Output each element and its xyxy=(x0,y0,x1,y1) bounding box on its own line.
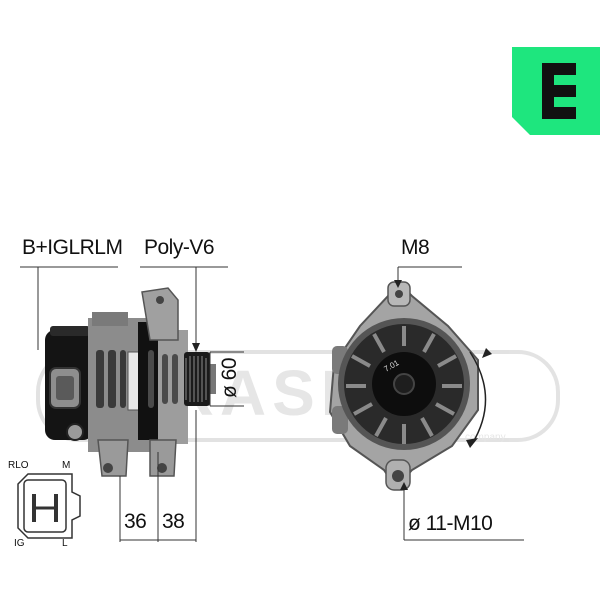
pin-ig-label: IG xyxy=(14,538,25,549)
mount-hole-leader xyxy=(403,490,524,541)
side-dimension-lines xyxy=(20,266,244,542)
pulley xyxy=(184,352,216,406)
poly-v6-arrow xyxy=(192,343,200,352)
alternator-side-view xyxy=(45,287,216,477)
dim-left-label: 36 xyxy=(124,510,147,533)
pin-m-label: M xyxy=(62,460,71,471)
mount-hole-label: ø 11-M10 xyxy=(408,512,493,535)
logo-letter-e xyxy=(542,63,576,119)
dim-right-label: 38 xyxy=(162,510,185,533)
bolt-thread-label: M8 xyxy=(401,236,430,259)
watermark-subtext: company xyxy=(465,432,506,443)
m8-arrow xyxy=(394,280,402,288)
terminal-bolt xyxy=(66,423,84,441)
m8-leader xyxy=(397,266,462,280)
pin-l-label: L xyxy=(62,538,68,549)
pulley-type-label: Poly-V6 xyxy=(144,236,215,259)
connector-pinout-diagram xyxy=(17,473,81,539)
connector-pins-label: B+IGLRLM xyxy=(22,236,123,259)
rotation-direction-arrow xyxy=(466,348,492,448)
mount-hole-arrow xyxy=(400,482,408,490)
alternator-front-view: 7.01 xyxy=(328,280,479,491)
pulley-diameter-label: ø 60 xyxy=(218,357,241,399)
pin-rlo-label: RLO xyxy=(8,460,29,471)
brand-logo xyxy=(512,47,600,135)
